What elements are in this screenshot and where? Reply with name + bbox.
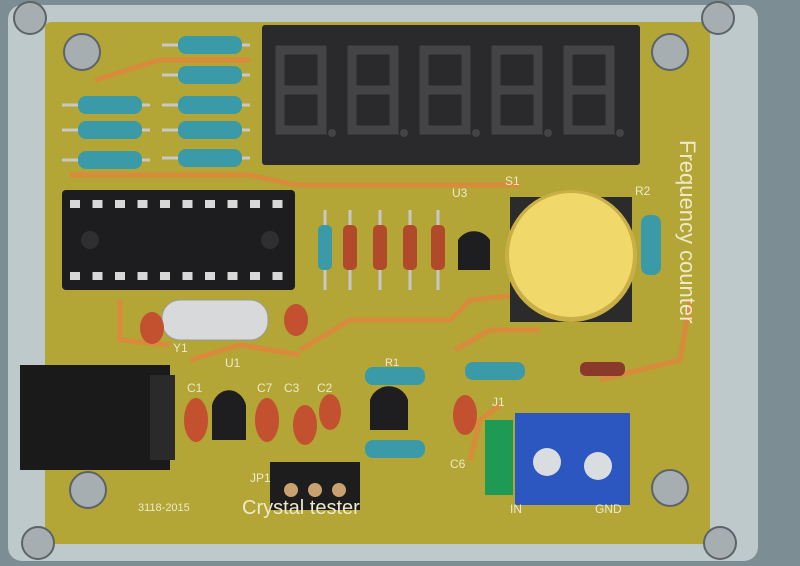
ic-pin: [205, 272, 215, 280]
resistor: [365, 440, 425, 458]
dc-jack-front: [150, 375, 175, 460]
digit-segments: [347, 45, 399, 135]
microcontroller-ic: [62, 190, 295, 290]
socket-pin: [284, 483, 298, 497]
label-in: IN: [510, 502, 522, 516]
push-button[interactable]: [509, 193, 633, 317]
capacitor-c6: [453, 395, 477, 435]
ic-pin: [205, 200, 215, 208]
crystal-y1: [161, 299, 269, 341]
label-s1: S1: [505, 174, 520, 188]
ic-pin: [70, 272, 80, 280]
ic-pin: [137, 200, 148, 208]
diode: [580, 362, 625, 376]
ic-pin: [160, 272, 170, 280]
label-c2: C2: [317, 381, 333, 395]
resistor: [178, 149, 242, 167]
diodes: [318, 210, 445, 290]
resistor: [178, 121, 242, 139]
label-u3: U3: [452, 186, 468, 200]
ic-notch: [81, 231, 99, 249]
label-c1: C1: [187, 381, 203, 395]
ic-pin: [227, 200, 238, 208]
capacitor-c3: [293, 405, 317, 445]
ic-pins: [70, 200, 283, 280]
label-r1: R1: [385, 357, 399, 369]
capacitor-c1: [184, 398, 208, 442]
diode: [403, 225, 417, 270]
ic-pin: [182, 200, 193, 208]
resistor: [178, 96, 242, 114]
screw-terminal[interactable]: [515, 413, 630, 505]
terminal-screw-gnd[interactable]: [584, 452, 612, 480]
title-frequency-counter: Frequency counter: [675, 140, 700, 323]
ic-pin: [92, 200, 103, 208]
digit-segments: [419, 45, 471, 135]
resistor: [178, 66, 242, 84]
transistor-u3: [458, 231, 490, 270]
decimal-point: [328, 129, 336, 137]
ic-pin: [272, 200, 283, 208]
label-gnd: GND: [595, 502, 622, 516]
display-digits: [275, 45, 624, 137]
ic-pin: [250, 200, 260, 208]
label-r2: R2: [635, 184, 651, 198]
digit-segments: [563, 45, 615, 135]
subtitle-crystal-tester: Crystal tester: [242, 497, 360, 519]
decimal-point: [544, 129, 552, 137]
label-jp1: JP1: [250, 471, 271, 485]
resistor: [78, 121, 142, 139]
capacitor-c7: [255, 398, 279, 442]
decimal-point: [400, 129, 408, 137]
decimal-point: [472, 129, 480, 137]
diode: [318, 225, 332, 270]
decimal-point: [616, 129, 624, 137]
resistor-r1: [365, 367, 425, 385]
copper-traces: [70, 57, 693, 461]
dc-power-jack[interactable]: [20, 365, 170, 470]
label-c3: C3: [284, 381, 300, 395]
ic-pin: [250, 272, 260, 280]
digit-segments: [491, 45, 543, 135]
resistor-r2: [641, 215, 661, 275]
ic-pin: [137, 272, 148, 280]
jumper-j1[interactable]: [485, 420, 513, 495]
terminal-screw-in[interactable]: [533, 448, 561, 476]
ic-pin: [160, 200, 170, 208]
ic-pin: [182, 272, 193, 280]
label-c7: C7: [257, 381, 273, 395]
resistor: [178, 36, 242, 54]
capacitor: [284, 304, 308, 336]
resistor: [78, 151, 142, 169]
diode: [343, 225, 357, 270]
ic-pin: [227, 272, 238, 280]
resistor-array: [62, 36, 250, 169]
ic-pin: [92, 272, 103, 280]
diode: [431, 225, 445, 270]
label-u1: U1: [225, 356, 241, 370]
ic-pin: [272, 272, 283, 280]
label-y1: Y1: [173, 341, 188, 355]
digit-segments: [275, 45, 327, 135]
resistor: [78, 96, 142, 114]
label-c6: C6: [450, 457, 466, 471]
label-j1: J1: [492, 395, 505, 409]
transistor-u2: [370, 386, 408, 430]
socket-pin: [308, 483, 322, 497]
ic-dot: [261, 231, 279, 249]
diode: [373, 225, 387, 270]
ic-pin: [115, 272, 125, 280]
regulator-u1: [212, 390, 246, 440]
capacitor: [140, 312, 164, 344]
board-code: 3118-2015: [138, 502, 190, 514]
resistor: [465, 362, 525, 380]
ic-pin: [115, 200, 125, 208]
ic-pin: [70, 200, 80, 208]
corner-screws: [13, 1, 737, 560]
capacitor-c2: [319, 394, 341, 430]
socket-pin: [332, 483, 346, 497]
